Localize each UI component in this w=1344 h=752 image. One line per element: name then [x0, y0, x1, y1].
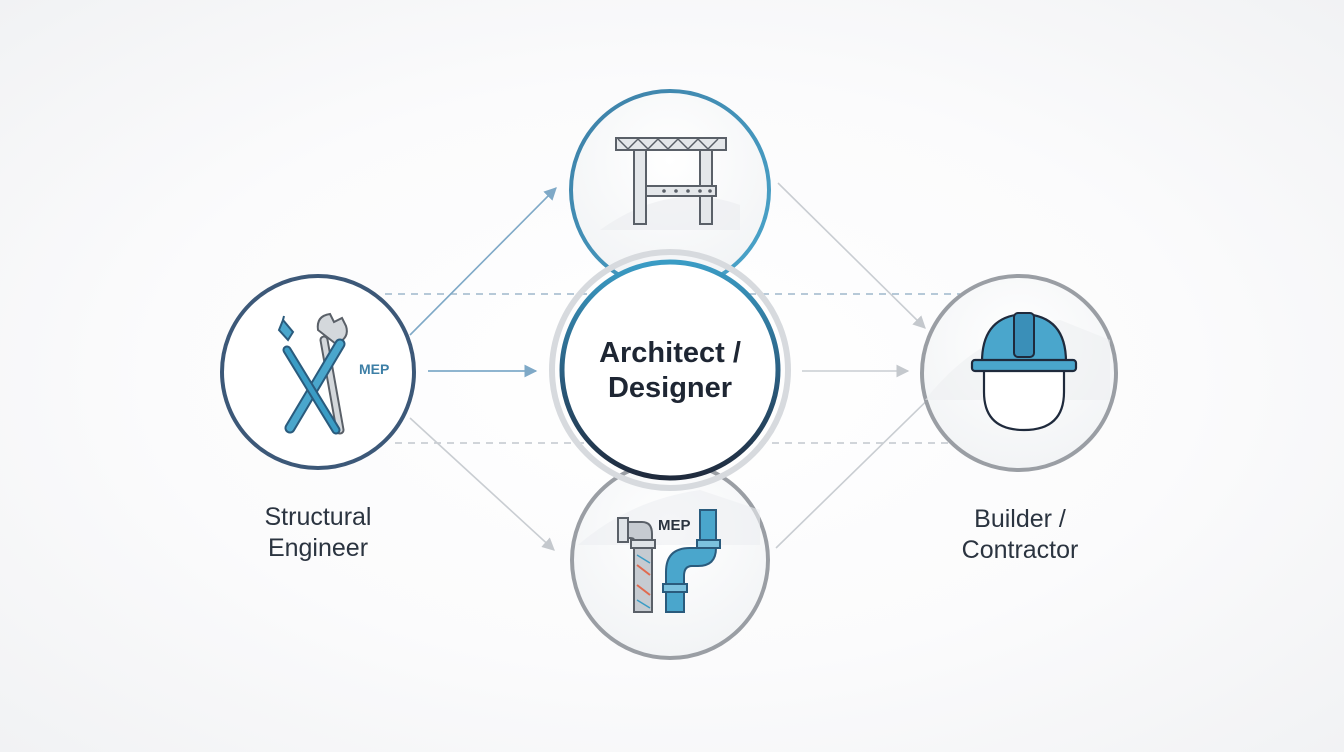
node-left-structural: MEP	[220, 274, 416, 470]
arrow-top-to-right	[777, 182, 926, 329]
right-label-line2: Contractor	[961, 536, 1079, 564]
node-center-architect	[549, 249, 791, 491]
left-label-line2: Engineer	[267, 534, 369, 562]
center-node-label: Architect / Designer	[570, 336, 770, 406]
pipe-icon	[617, 509, 721, 613]
mep-tag-left: MEP	[359, 361, 389, 377]
center-label-line1: Architect /	[599, 337, 741, 369]
arrow-left-to-top	[409, 187, 557, 336]
right-label-line1: Builder /	[974, 505, 1066, 533]
node-bottom-mep: MEP	[570, 460, 770, 660]
node-top-structure	[569, 89, 771, 291]
steel-frame-icon	[615, 137, 727, 225]
hard-hat-icon	[970, 312, 1078, 432]
left-node-label: Structural Engineer	[218, 502, 418, 564]
mep-tag-bottom: MEP	[658, 517, 691, 534]
center-label-line2: Designer	[607, 372, 733, 404]
left-label-line1: Structural	[264, 503, 372, 531]
right-node-label: Builder / Contractor	[920, 504, 1120, 566]
wrench-and-ruler-icon	[277, 312, 348, 435]
node-right-builder	[920, 274, 1118, 472]
arrow-bottom-to-right	[775, 377, 951, 549]
arrow-left-to-bottom	[409, 417, 555, 551]
